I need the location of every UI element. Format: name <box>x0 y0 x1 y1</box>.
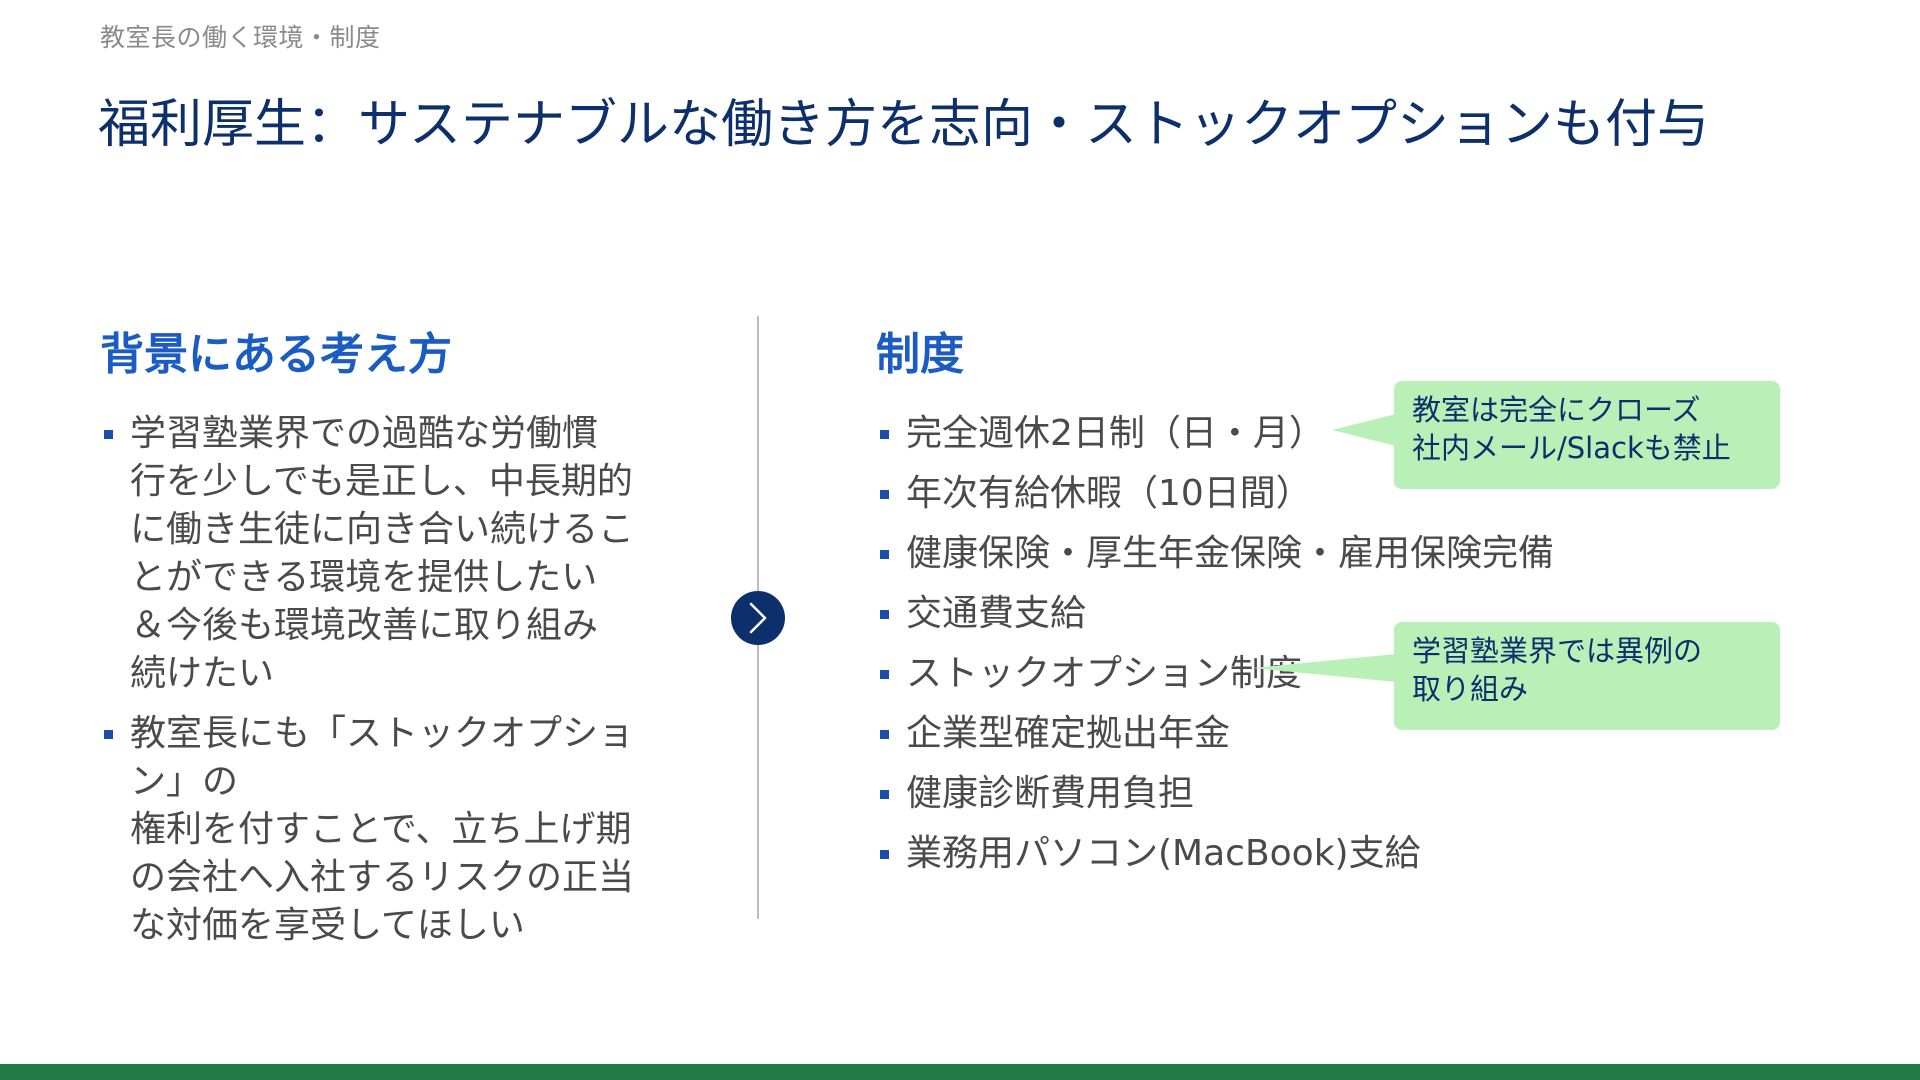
footer-bar <box>0 1064 1920 1080</box>
background-list: 学習塾業界での過酷な労働慣 行を少しでも是正し、中長期的 に働き生徒に向き合い続… <box>100 410 660 962</box>
system-item: 年次有給休暇（10日間） <box>876 470 1554 518</box>
system-item: 健康診断費用負担 <box>876 770 1554 818</box>
system-item: 企業型確定拠出年金 <box>876 710 1554 758</box>
system-item: 完全週休2日制（日・月） <box>876 410 1554 458</box>
callout-text: 教室は完全にクローズ 社内メール/Slackも禁止 <box>1412 393 1731 465</box>
background-item: 教室長にも「ストックオプション」の 権利を付すことで、立ち上げ期 の会社へ入社す… <box>100 710 660 950</box>
callout-exceptional: 学習塾業界では異例の 取り組み <box>1394 622 1780 730</box>
callout-closure: 教室は完全にクローズ 社内メール/Slackも禁止 <box>1394 381 1780 489</box>
system-item: 業務用パソコン(MacBook)支給 <box>876 830 1554 878</box>
system-item: 健康保険・厚生年金保険・雇用保険完備 <box>876 530 1554 578</box>
chevron-right-icon <box>731 591 785 645</box>
page-title: 福利厚生：サステナブルな働き方を志向・ストックオプションも付与 <box>98 95 1709 155</box>
system-list: 完全週休2日制（日・月） 年次有給休暇（10日間） 健康保険・厚生年金保険・雇用… <box>876 410 1554 890</box>
callout-text: 学習塾業界では異例の 取り組み <box>1412 634 1703 706</box>
callout-pointer <box>1332 414 1396 446</box>
system-item: ストックオプション制度 <box>876 650 1554 698</box>
breadcrumb: 教室長の働く環境・制度 <box>100 23 381 52</box>
system-heading: 制度 <box>876 329 964 380</box>
background-heading: 背景にある考え方 <box>100 329 452 380</box>
background-item: 学習塾業界での過酷な労働慣 行を少しでも是正し、中長期的 に働き生徒に向き合い続… <box>100 410 660 698</box>
system-item: 交通費支給 <box>876 590 1554 638</box>
callout-pointer <box>1252 654 1396 682</box>
